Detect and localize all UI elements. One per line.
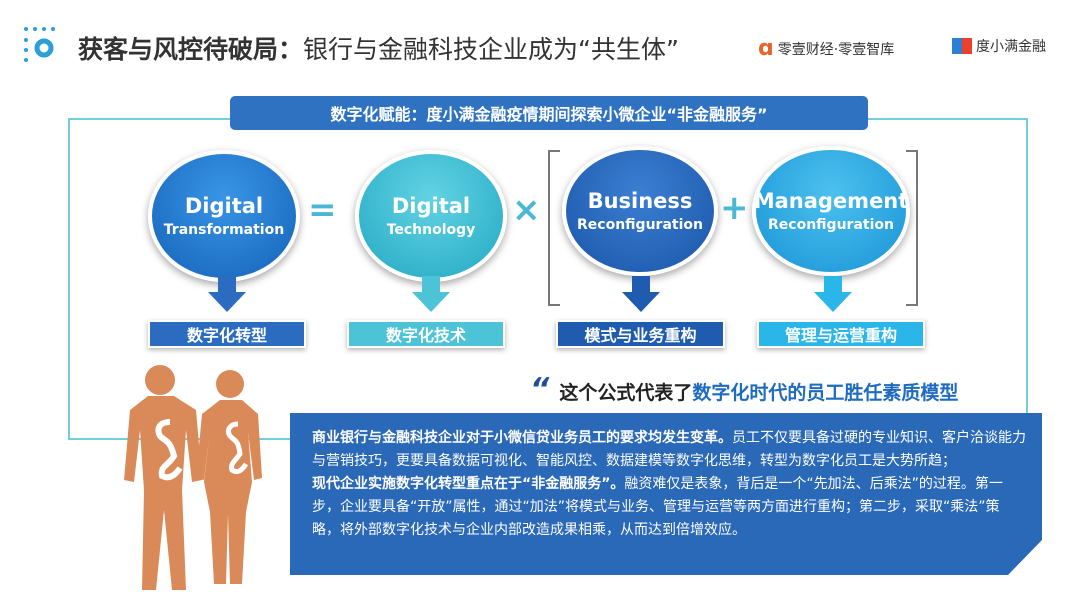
human-figures-illustration xyxy=(124,365,262,590)
page-curl-decoration xyxy=(1008,540,1042,575)
down-arrow-icons xyxy=(208,276,852,312)
down-arrow-icon xyxy=(622,276,660,312)
label-business-reconfiguration: 模式与业务重构 xyxy=(556,320,725,348)
label-management-reconfiguration: 管理与运营重构 xyxy=(757,320,925,348)
title-dots-icon xyxy=(22,26,68,66)
down-arrow-icon xyxy=(208,276,246,312)
description-box: 商业银行与金融科技企业对于小微信贷业务员工的要求均发生变革。员工不仅要具备过硬的… xyxy=(290,413,1042,575)
bracket-left xyxy=(548,150,560,306)
equals-operator: = xyxy=(308,190,337,230)
label-digital-transformation: 数字化转型 xyxy=(148,320,306,348)
paragraph-2: 现代企业实施数字化转型重点在于“非金融服务”。融资难仅是表象，背后是一个“先加法… xyxy=(312,476,1003,538)
page-title: 获客与风控待破局：银行与金融科技企业成为“共生体” xyxy=(78,35,679,64)
section-banner: 数字化赋能：度小满金融疫情期间探索小微企业“非金融服务” xyxy=(230,96,868,130)
formula-statement: “这个公式代表了数字化时代的员工胜任素质模型 xyxy=(530,372,959,407)
duxiaoman-logo-icon xyxy=(952,38,972,54)
label-digital-technology: 数字化技术 xyxy=(347,320,505,348)
paragraph-1: 商业银行与金融科技企业对于小微信贷业务员工的要求均发生变革。员工不仅要具备过硬的… xyxy=(312,430,1026,469)
logo-duxiaoman: 度小满金融 xyxy=(952,36,1046,56)
lingyi-logo-icon: ɑ xyxy=(758,36,774,61)
bracket-right xyxy=(906,150,918,306)
times-operator: × xyxy=(512,190,541,230)
plus-operator: + xyxy=(720,188,749,228)
down-arrow-icon xyxy=(814,276,852,312)
quote-mark: “ xyxy=(530,372,550,407)
down-arrow-icon xyxy=(412,276,450,312)
